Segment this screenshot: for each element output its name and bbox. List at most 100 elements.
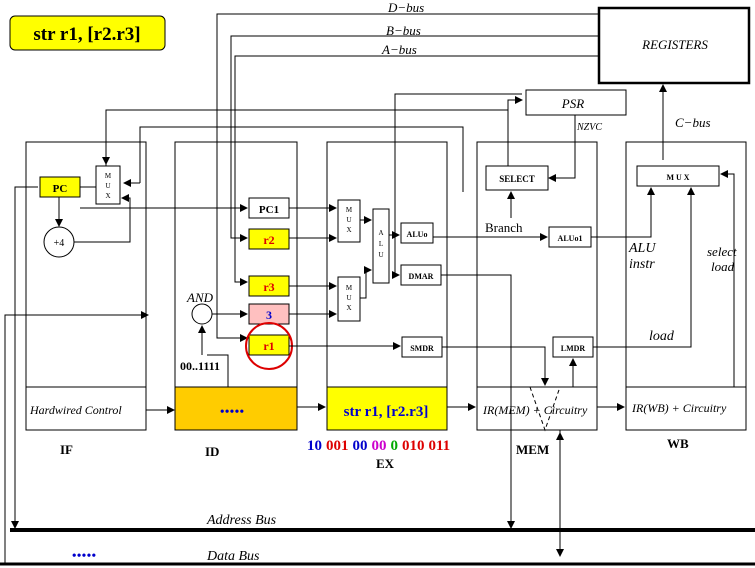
stage-id: ID bbox=[205, 444, 219, 459]
stage-ex: EX bbox=[376, 456, 395, 471]
title-box bbox=[9, 15, 166, 51]
nzvc-label: NZVC bbox=[576, 122, 602, 133]
select-label: SELECT bbox=[499, 174, 535, 184]
aluo-label: ALUo bbox=[407, 230, 428, 239]
plus4-label: +4 bbox=[54, 238, 65, 249]
d-bus-line bbox=[216, 13, 599, 170]
smdr-label: SMDR bbox=[410, 344, 434, 353]
id-pipeline-register bbox=[174, 386, 298, 431]
alu-a: A bbox=[378, 229, 383, 237]
address-bus-label: Address Bus bbox=[206, 513, 277, 528]
wb-mux-label: M U X bbox=[666, 173, 689, 182]
branch-target-line bbox=[139, 126, 464, 192]
r1-label: r1 bbox=[263, 339, 274, 353]
wb-circuitry-label: IR(WB) + Circuitry bbox=[631, 401, 727, 415]
alu-l: L bbox=[379, 240, 383, 248]
mux-to-alu-bottom bbox=[360, 266, 372, 299]
if-mux bbox=[95, 165, 121, 205]
stage-mem: MEM bbox=[516, 442, 549, 457]
pc-feedback-line bbox=[105, 109, 509, 166]
psr-box bbox=[525, 89, 627, 116]
d-bus-label: D−bus bbox=[387, 0, 424, 15]
if-mux-label-u: U bbox=[105, 182, 110, 190]
stage-wb: WB bbox=[667, 436, 689, 451]
pc-to-address-bus bbox=[11, 186, 38, 529]
wb-mux bbox=[636, 165, 720, 187]
aluo1-to-wb-mux bbox=[591, 187, 655, 238]
ex-instruction-label: str r1, [r2.r3] bbox=[344, 404, 429, 420]
r2-register bbox=[248, 228, 290, 250]
dmar-label: DMAR bbox=[409, 272, 434, 281]
encoding-segment: 00 bbox=[353, 438, 368, 454]
data-bus-dots: ••••• bbox=[72, 549, 97, 564]
to-psr-arrow bbox=[507, 96, 523, 110]
if-mux-label-x: X bbox=[105, 192, 110, 200]
ex-pipeline-register bbox=[326, 386, 448, 431]
ex-mux-top-m: M bbox=[346, 206, 353, 214]
r2-label: r2 bbox=[263, 233, 274, 247]
branch-label: Branch bbox=[485, 220, 523, 235]
encoding-segment: 00 bbox=[372, 438, 387, 454]
wb-control-to-mux bbox=[720, 170, 735, 387]
c-bus-label: C−bus bbox=[675, 115, 711, 130]
alu-instr-label-1: ALU bbox=[628, 241, 656, 256]
ex-mux-top-u: U bbox=[346, 216, 351, 224]
imm3-label: 3 bbox=[266, 308, 272, 322]
id-dots: ••••• bbox=[220, 405, 245, 420]
encoding-segment: 0 bbox=[391, 438, 399, 454]
ex-mux-bot-u: U bbox=[346, 294, 351, 302]
r1-register bbox=[248, 334, 290, 356]
r3-label: r3 bbox=[263, 280, 274, 294]
aluo-register bbox=[400, 222, 434, 244]
mask-label: 00..1111 bbox=[180, 359, 220, 373]
encoding-segment: 10 bbox=[307, 438, 322, 454]
hardwired-control-label: Hardwired Control bbox=[29, 403, 122, 417]
alu-instr-label-2: instr bbox=[629, 257, 655, 272]
encoding-segment: 010 bbox=[402, 438, 425, 454]
if-mux-label: M bbox=[105, 172, 112, 180]
select-load-label-2: load bbox=[711, 259, 735, 274]
mem-dashed-link bbox=[529, 386, 561, 432]
data-bus-label: Data Bus bbox=[206, 549, 260, 564]
encoding-segment: 011 bbox=[429, 438, 451, 454]
title-text: str r1, [r2.r3] bbox=[33, 24, 140, 45]
smdr-to-mem bbox=[442, 346, 549, 386]
ir-to-and bbox=[207, 354, 229, 387]
registers-label: REGISTERS bbox=[641, 37, 708, 52]
alu-feedback bbox=[394, 93, 522, 235]
d-bus-to-r1 bbox=[216, 170, 248, 342]
and-gate bbox=[191, 303, 213, 325]
psr-to-select bbox=[548, 115, 576, 182]
b-bus-line bbox=[230, 35, 599, 242]
encoding-segment: 001 bbox=[326, 438, 349, 454]
ex-mux-bot-x: X bbox=[346, 304, 351, 312]
dmar-to-address-bus bbox=[441, 274, 515, 529]
a-bus-label: A−bus bbox=[381, 42, 417, 57]
alu-u: U bbox=[378, 251, 383, 259]
pc-label: PC bbox=[53, 183, 68, 195]
alu-to-dmar bbox=[392, 235, 400, 279]
pc1-label: PC1 bbox=[259, 204, 279, 216]
b-bus-label: B−bus bbox=[386, 23, 421, 38]
lmdr-label: LMDR bbox=[561, 344, 586, 353]
ex-mux-top bbox=[337, 199, 361, 243]
ex-mux-bottom bbox=[337, 276, 361, 322]
mem-circuitry-label: IR(MEM) + Circuitry bbox=[482, 403, 588, 417]
stage-if: IF bbox=[60, 442, 73, 457]
data-bus-to-if bbox=[4, 311, 149, 564]
alu bbox=[372, 208, 390, 284]
a-bus-line bbox=[234, 55, 599, 286]
select-load-label-1: select bbox=[707, 244, 737, 259]
and-label: AND bbox=[186, 290, 214, 305]
wb-stage-box bbox=[625, 141, 747, 431]
lmdr-to-wb-mux bbox=[593, 187, 695, 348]
ex-mux-top-x: X bbox=[346, 226, 351, 234]
adder-to-mux bbox=[74, 194, 131, 243]
load-label: load bbox=[649, 329, 675, 344]
select-box bbox=[485, 165, 549, 191]
aluo1-label: ALUo1 bbox=[558, 234, 583, 243]
ex-mux-bot-m: M bbox=[346, 284, 353, 292]
registers-box bbox=[597, 6, 751, 85]
